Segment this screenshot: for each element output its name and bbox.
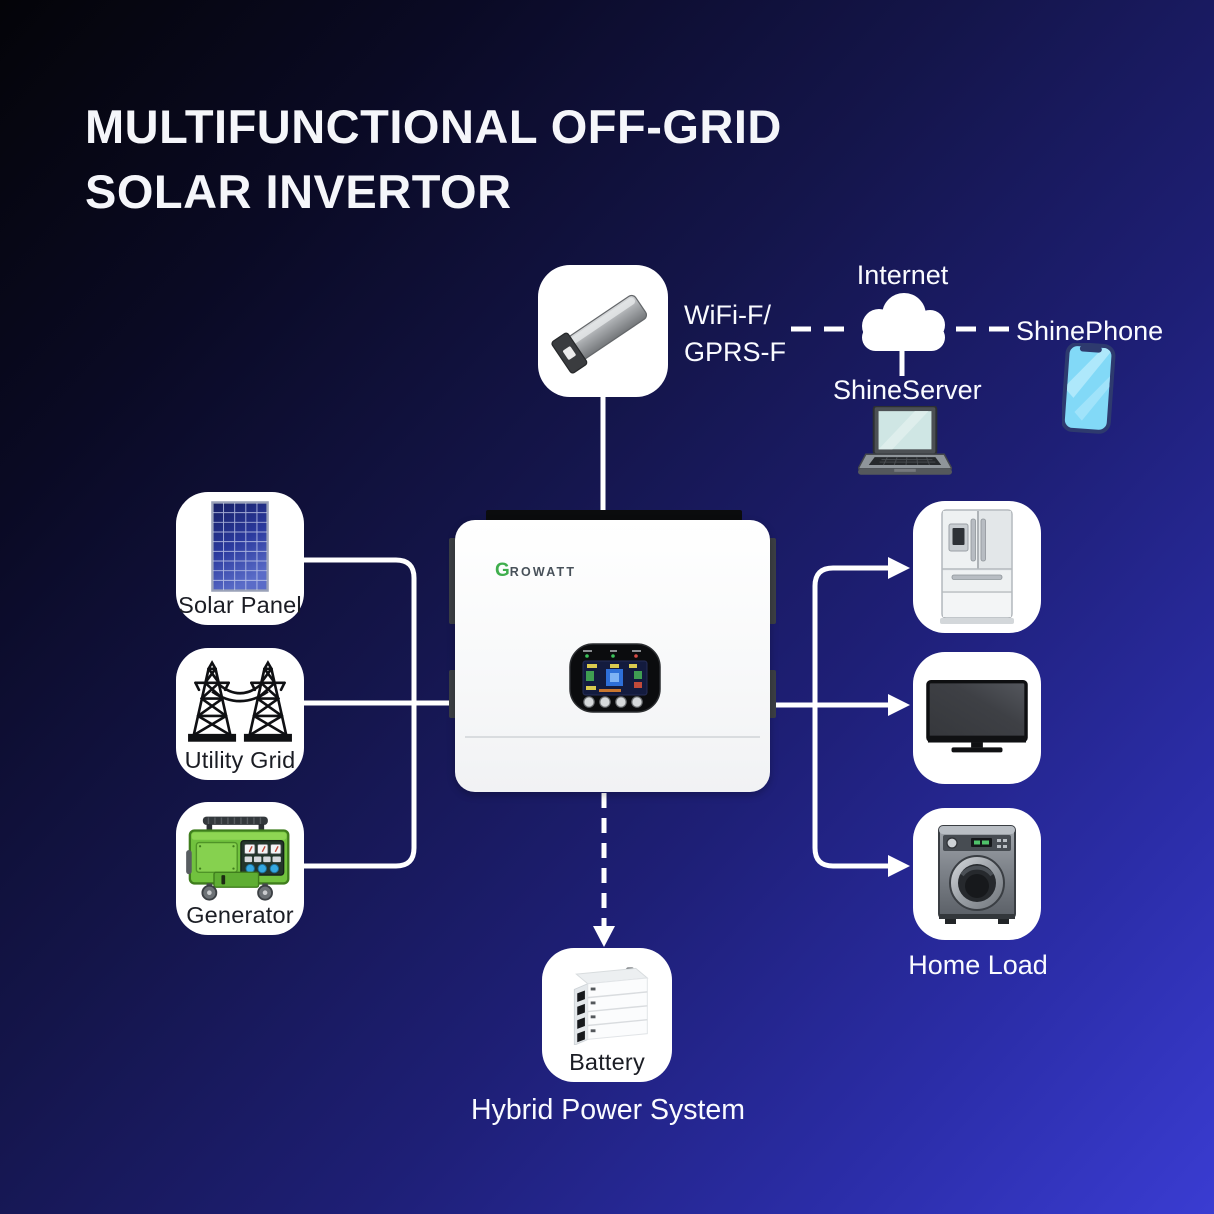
wifi-module-card	[538, 265, 668, 397]
washer-arrowhead	[888, 855, 910, 877]
branch-to-fridge-line	[812, 565, 889, 705]
tv-arrowhead	[888, 694, 910, 716]
inverter-right-heatsink-2	[768, 670, 776, 718]
battery-label: Battery	[569, 1049, 645, 1075]
growatt-logo-g: G	[495, 560, 510, 581]
inverter-display	[569, 643, 661, 713]
solar-panel-label: Solar Panel	[178, 592, 302, 618]
home-load-label: Home Load	[908, 950, 1048, 980]
shineserver-laptop-icon	[858, 406, 952, 475]
battery-card: Battery	[542, 948, 672, 1082]
inverter-right-heatsink	[768, 538, 776, 624]
utility-grid-label: Utility Grid	[184, 747, 296, 773]
tv-icon	[926, 679, 1028, 753]
fridge-card	[913, 501, 1041, 633]
tv-card	[913, 652, 1041, 784]
inverter-left-heatsink	[449, 538, 457, 624]
battery-icon	[573, 967, 649, 1045]
title-line-2: SOLAR INVERTOR	[85, 165, 512, 218]
growatt-logo-text: ROWATT	[509, 565, 577, 579]
shineserver-label: ShineServer	[833, 375, 982, 405]
utility-grid-card: Utility Grid	[176, 648, 304, 780]
wifi-label-line-2: GPRS-F	[684, 337, 787, 367]
page-title: MULTIFUNCTIONAL OFF-GRID SOLAR INVERTOR	[85, 94, 782, 224]
source-trunk-line	[304, 557, 417, 869]
fridge-arrowhead	[888, 557, 910, 579]
generator-icon	[186, 816, 290, 901]
branch-to-washer-line	[812, 705, 889, 869]
shinephone-icon	[1062, 343, 1116, 434]
solar-panel-card: Solar Panel	[176, 492, 304, 625]
internet-cloud-icon	[862, 293, 945, 351]
hybrid-power-system-label: Hybrid Power System	[471, 1094, 745, 1126]
washing-machine-icon	[938, 825, 1016, 924]
fridge-icon	[940, 509, 1014, 624]
shinephone-label: ShinePhone	[1016, 316, 1164, 346]
battery-arrowhead	[593, 926, 615, 947]
internet-label: Internet	[856, 260, 949, 290]
wifi-label-line-1: WiFi-F/	[684, 300, 771, 330]
wifi-dongle-icon	[551, 294, 648, 374]
title-line-1: MULTIFUNCTIONAL OFF-GRID	[85, 100, 782, 153]
washing-machine-card	[913, 808, 1041, 940]
generator-label: Generator	[186, 902, 294, 928]
generator-card: Generator	[176, 802, 304, 935]
inverter-seam	[465, 736, 760, 738]
wifi-module-label: WiFi-F/ GPRS-F	[684, 297, 786, 371]
solar-panel-icon	[211, 501, 269, 592]
inverter-left-heatsink-2	[449, 670, 457, 718]
utility-grid-icon	[188, 661, 292, 742]
